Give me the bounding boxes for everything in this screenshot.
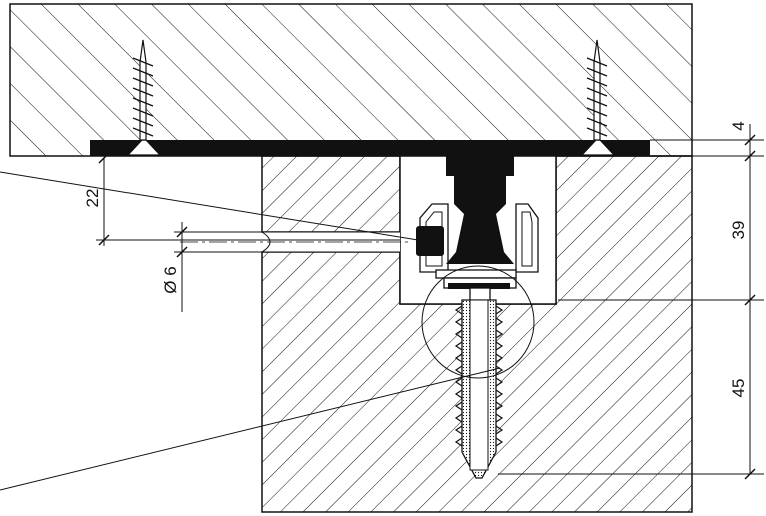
leader-lines [0, 171, 501, 491]
connector-fitting [416, 156, 539, 307]
wood-screw-right [580, 39, 616, 156]
dimension-label-hole-offset: 22 [83, 189, 102, 208]
dimension-label-screw-depth: 45 [729, 379, 748, 398]
dimension-label-plate-thickness: 4 [729, 121, 748, 130]
threaded-insert [454, 299, 504, 479]
mounting-plate [90, 140, 650, 156]
dimension-label-fitting-height: 39 [729, 221, 748, 240]
wood-screw-left [126, 39, 162, 156]
detail-circle [421, 265, 535, 379]
dimension-lines [96, 124, 764, 480]
top-panel [9, 3, 693, 157]
dimension-label-hole-diameter: Ø 6 [161, 266, 180, 293]
